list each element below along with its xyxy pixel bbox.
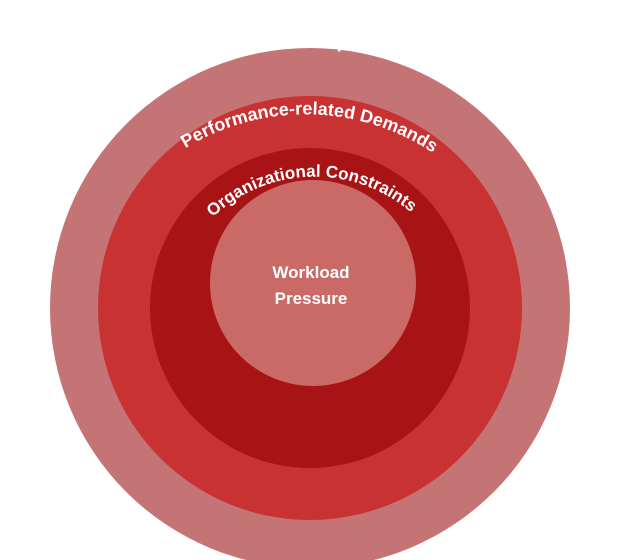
center-label-line1: Workload <box>272 263 349 282</box>
center-label-line2: Pressure <box>275 289 348 308</box>
core-circle-workload <box>210 180 416 386</box>
